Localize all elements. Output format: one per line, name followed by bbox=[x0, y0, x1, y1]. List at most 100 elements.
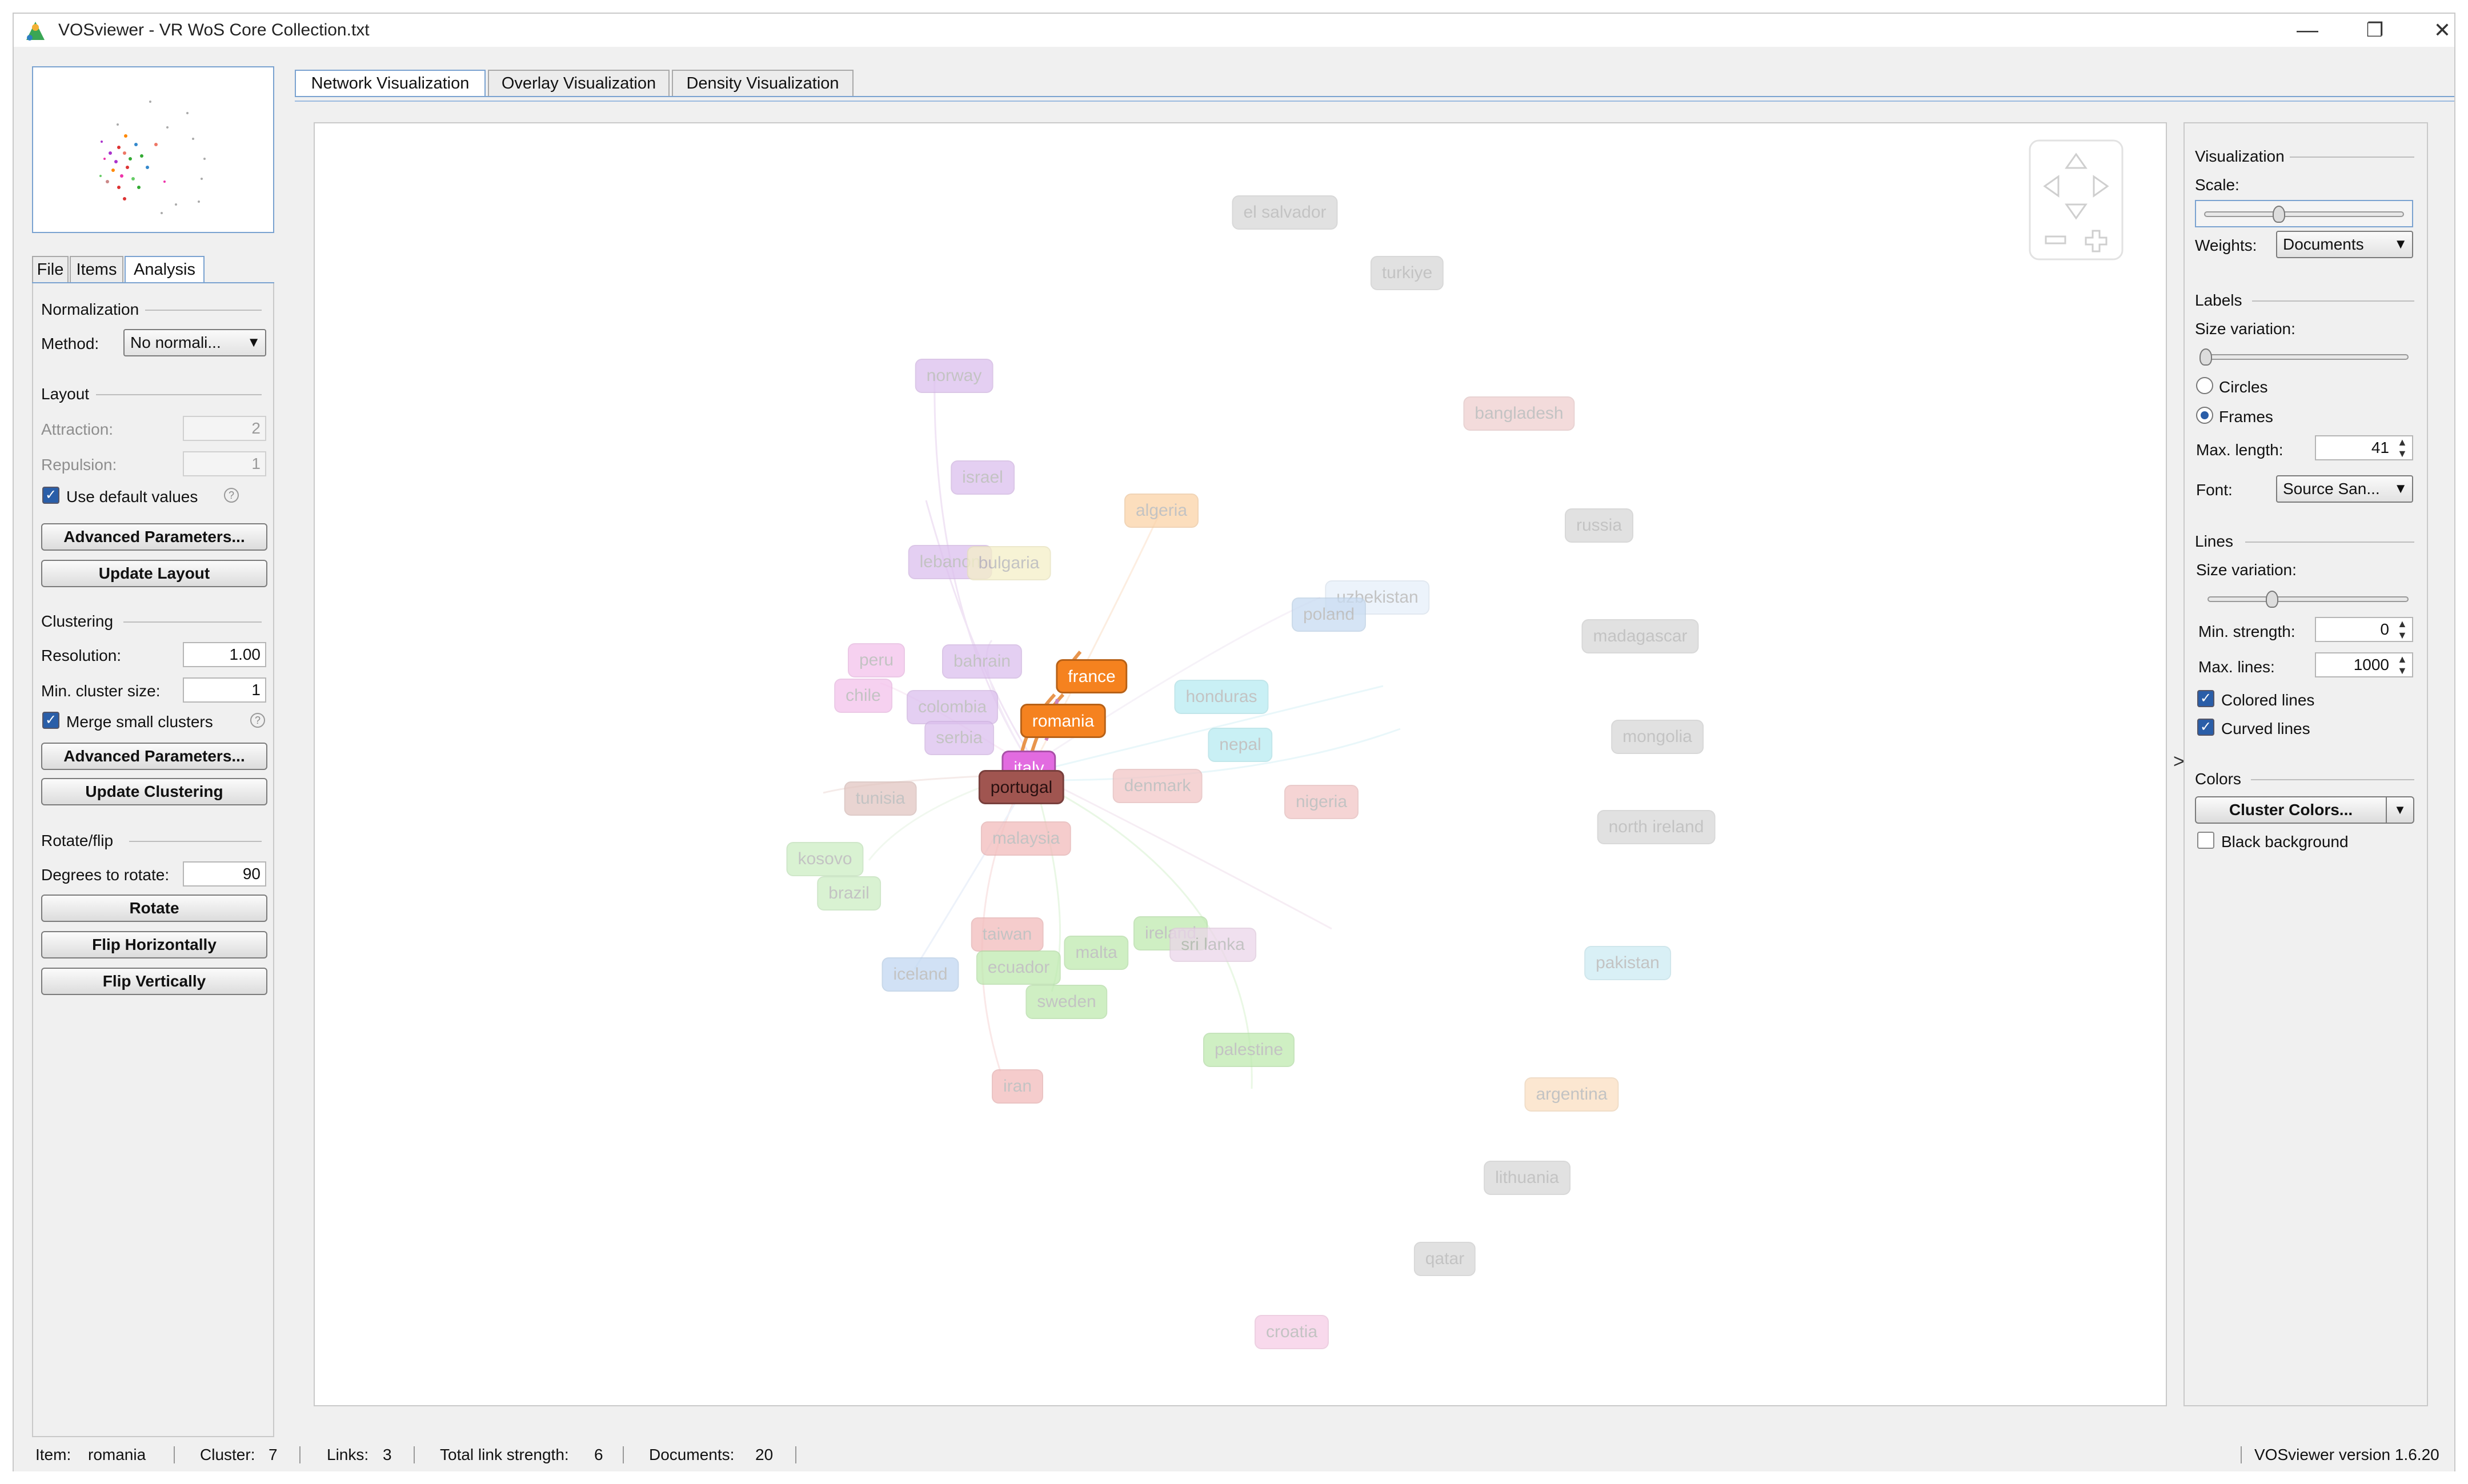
max-lines-input[interactable]: 1000 bbox=[2315, 652, 2413, 677]
node-romania[interactable]: romania bbox=[1020, 704, 1107, 738]
node-kosovo[interactable]: kosovo bbox=[786, 842, 864, 876]
node-chile[interactable]: chile bbox=[834, 679, 892, 713]
node-palestine[interactable]: palestine bbox=[1203, 1033, 1295, 1067]
node-taiwan[interactable]: taiwan bbox=[971, 917, 1044, 952]
tab-network-visualization[interactable]: Network Visualization bbox=[295, 70, 486, 96]
node-russia[interactable]: russia bbox=[1564, 508, 1634, 543]
max-length-label: Max. length: bbox=[2196, 441, 2283, 459]
node-denmark[interactable]: denmark bbox=[1112, 769, 1203, 803]
node-el-salvador[interactable]: el salvador bbox=[1232, 195, 1338, 230]
divider bbox=[145, 310, 262, 311]
node-croatia[interactable]: croatia bbox=[1254, 1315, 1329, 1349]
scale-slider-thumb[interactable] bbox=[2273, 206, 2285, 223]
node-portugal[interactable]: portugal bbox=[978, 770, 1065, 804]
black-background-checkbox[interactable] bbox=[2197, 832, 2214, 849]
colored-lines-checkbox[interactable]: ✓ bbox=[2197, 690, 2214, 707]
node-bangladesh[interactable]: bangladesh bbox=[1463, 396, 1575, 431]
circles-radio[interactable] bbox=[2196, 377, 2213, 394]
min-cluster-size-label: Min. cluster size: bbox=[41, 682, 161, 700]
flip-horizontally-button[interactable]: Flip Horizontally bbox=[41, 931, 267, 958]
spinner-icon[interactable]: ▲▼ bbox=[2397, 618, 2407, 641]
node-north-ireland[interactable]: north ireland bbox=[1597, 810, 1716, 844]
spinner-icon[interactable]: ▲▼ bbox=[2397, 653, 2407, 676]
node-norway[interactable]: norway bbox=[915, 359, 993, 393]
font-select[interactable]: Source San...▼ bbox=[2276, 475, 2413, 503]
navigation-control[interactable] bbox=[2029, 139, 2124, 260]
tab-analysis[interactable]: Analysis bbox=[125, 256, 205, 282]
node-sri-lanka[interactable]: sri lanka bbox=[1169, 928, 1256, 962]
tab-items[interactable]: Items bbox=[70, 256, 123, 282]
use-default-checkbox[interactable]: ✓ bbox=[42, 487, 59, 504]
flip-vertically-button[interactable]: Flip Vertically bbox=[41, 968, 267, 995]
node-iceland[interactable]: iceland bbox=[882, 957, 959, 992]
node-malta[interactable]: malta bbox=[1064, 936, 1129, 970]
close-button[interactable]: ✕ bbox=[2433, 18, 2451, 42]
node-peru[interactable]: peru bbox=[847, 643, 906, 677]
node-ecuador[interactable]: ecuador bbox=[976, 950, 1061, 985]
resolution-input[interactable]: 1.00 bbox=[183, 642, 266, 667]
node-iran[interactable]: iran bbox=[991, 1069, 1044, 1104]
frames-radio[interactable] bbox=[2196, 407, 2213, 424]
spinner-icon[interactable]: ▲▼ bbox=[2397, 436, 2407, 459]
max-lines-label: Max. lines: bbox=[2198, 658, 2275, 676]
panel-toggle-arrow[interactable]: > bbox=[2173, 751, 2185, 772]
update-clustering-button[interactable]: Update Clustering bbox=[41, 778, 267, 805]
node-israel[interactable]: israel bbox=[951, 460, 1015, 495]
node-serbia[interactable]: serbia bbox=[924, 721, 994, 755]
layout-advanced-parameters-button[interactable]: Advanced Parameters... bbox=[41, 523, 267, 551]
tab-file[interactable]: File bbox=[32, 256, 69, 282]
degrees-input[interactable]: 90 bbox=[183, 861, 266, 887]
node-malaysia[interactable]: malaysia bbox=[980, 821, 1072, 856]
node-tunisia[interactable]: tunisia bbox=[844, 781, 917, 816]
weights-select[interactable]: Documents▼ bbox=[2276, 231, 2413, 258]
repulsion-input[interactable]: 1 bbox=[183, 451, 266, 476]
cluster-colors-dropdown-icon[interactable]: ▼ bbox=[2386, 796, 2414, 824]
update-layout-button[interactable]: Update Layout bbox=[41, 560, 267, 587]
node-lithuania[interactable]: lithuania bbox=[1484, 1161, 1570, 1195]
curved-lines-checkbox[interactable]: ✓ bbox=[2197, 719, 2214, 736]
method-select[interactable]: No normali...▼ bbox=[123, 329, 266, 356]
min-strength-input[interactable]: 0 bbox=[2315, 617, 2413, 642]
attraction-input[interactable]: 2 bbox=[183, 416, 266, 441]
labels-size-slider-thumb[interactable] bbox=[2199, 348, 2212, 366]
rotate-button[interactable]: Rotate bbox=[41, 895, 267, 922]
node-poland[interactable]: poland bbox=[1291, 597, 1367, 632]
node-pakistan[interactable]: pakistan bbox=[1584, 946, 1671, 980]
node-brazil[interactable]: brazil bbox=[817, 876, 881, 911]
colored-lines-label: Colored lines bbox=[2221, 691, 2315, 709]
node-france[interactable]: france bbox=[1056, 659, 1128, 693]
node-colombia[interactable]: colombia bbox=[906, 690, 999, 724]
node-honduras[interactable]: honduras bbox=[1174, 680, 1269, 714]
node-madagascar[interactable]: madagascar bbox=[1581, 619, 1699, 653]
tab-density-visualization[interactable]: Density Visualization bbox=[672, 70, 854, 96]
window-title: VOSviewer - VR WoS Core Collection.txt bbox=[58, 21, 370, 39]
scale-slider-box[interactable] bbox=[2195, 200, 2413, 227]
help-icon[interactable]: ? bbox=[250, 713, 265, 728]
node-bahrain[interactable]: bahrain bbox=[941, 644, 1023, 679]
labels-size-slider[interactable] bbox=[2199, 348, 2409, 366]
node-algeria[interactable]: algeria bbox=[1124, 494, 1199, 528]
restore-button[interactable]: ❐ bbox=[2366, 19, 2384, 41]
minimize-button[interactable]: — bbox=[2297, 18, 2318, 42]
lines-size-variation-label: Size variation: bbox=[2196, 561, 2297, 579]
node-qatar[interactable]: qatar bbox=[1413, 1242, 1476, 1276]
node-mongolia[interactable]: mongolia bbox=[1611, 720, 1704, 754]
network-canvas[interactable]: el salvador turkiye norway bangladesh israel… bbox=[314, 122, 2167, 1406]
max-length-input[interactable]: 41 bbox=[2315, 435, 2413, 460]
node-sweden[interactable]: sweden bbox=[1025, 985, 1108, 1019]
merge-small-clusters-checkbox[interactable]: ✓ bbox=[42, 712, 59, 729]
node-turkiye[interactable]: turkiye bbox=[1370, 256, 1444, 290]
help-icon[interactable]: ? bbox=[224, 488, 239, 503]
lines-size-slider-thumb[interactable] bbox=[2266, 591, 2278, 608]
clustering-advanced-parameters-button[interactable]: Advanced Parameters... bbox=[41, 743, 267, 770]
min-cluster-size-input[interactable]: 1 bbox=[183, 677, 266, 703]
scale-slider[interactable] bbox=[2204, 206, 2404, 223]
cluster-colors-button[interactable]: Cluster Colors... bbox=[2195, 796, 2387, 824]
tab-overlay-visualization[interactable]: Overlay Visualization bbox=[488, 70, 670, 96]
node-nigeria[interactable]: nigeria bbox=[1284, 785, 1359, 819]
overview-thumbnail[interactable] bbox=[32, 66, 274, 233]
node-bulgaria[interactable]: bulgaria bbox=[967, 546, 1051, 580]
node-nepal[interactable]: nepal bbox=[1208, 728, 1273, 762]
node-argentina[interactable]: argentina bbox=[1524, 1077, 1619, 1112]
lines-size-slider[interactable] bbox=[2207, 591, 2409, 608]
